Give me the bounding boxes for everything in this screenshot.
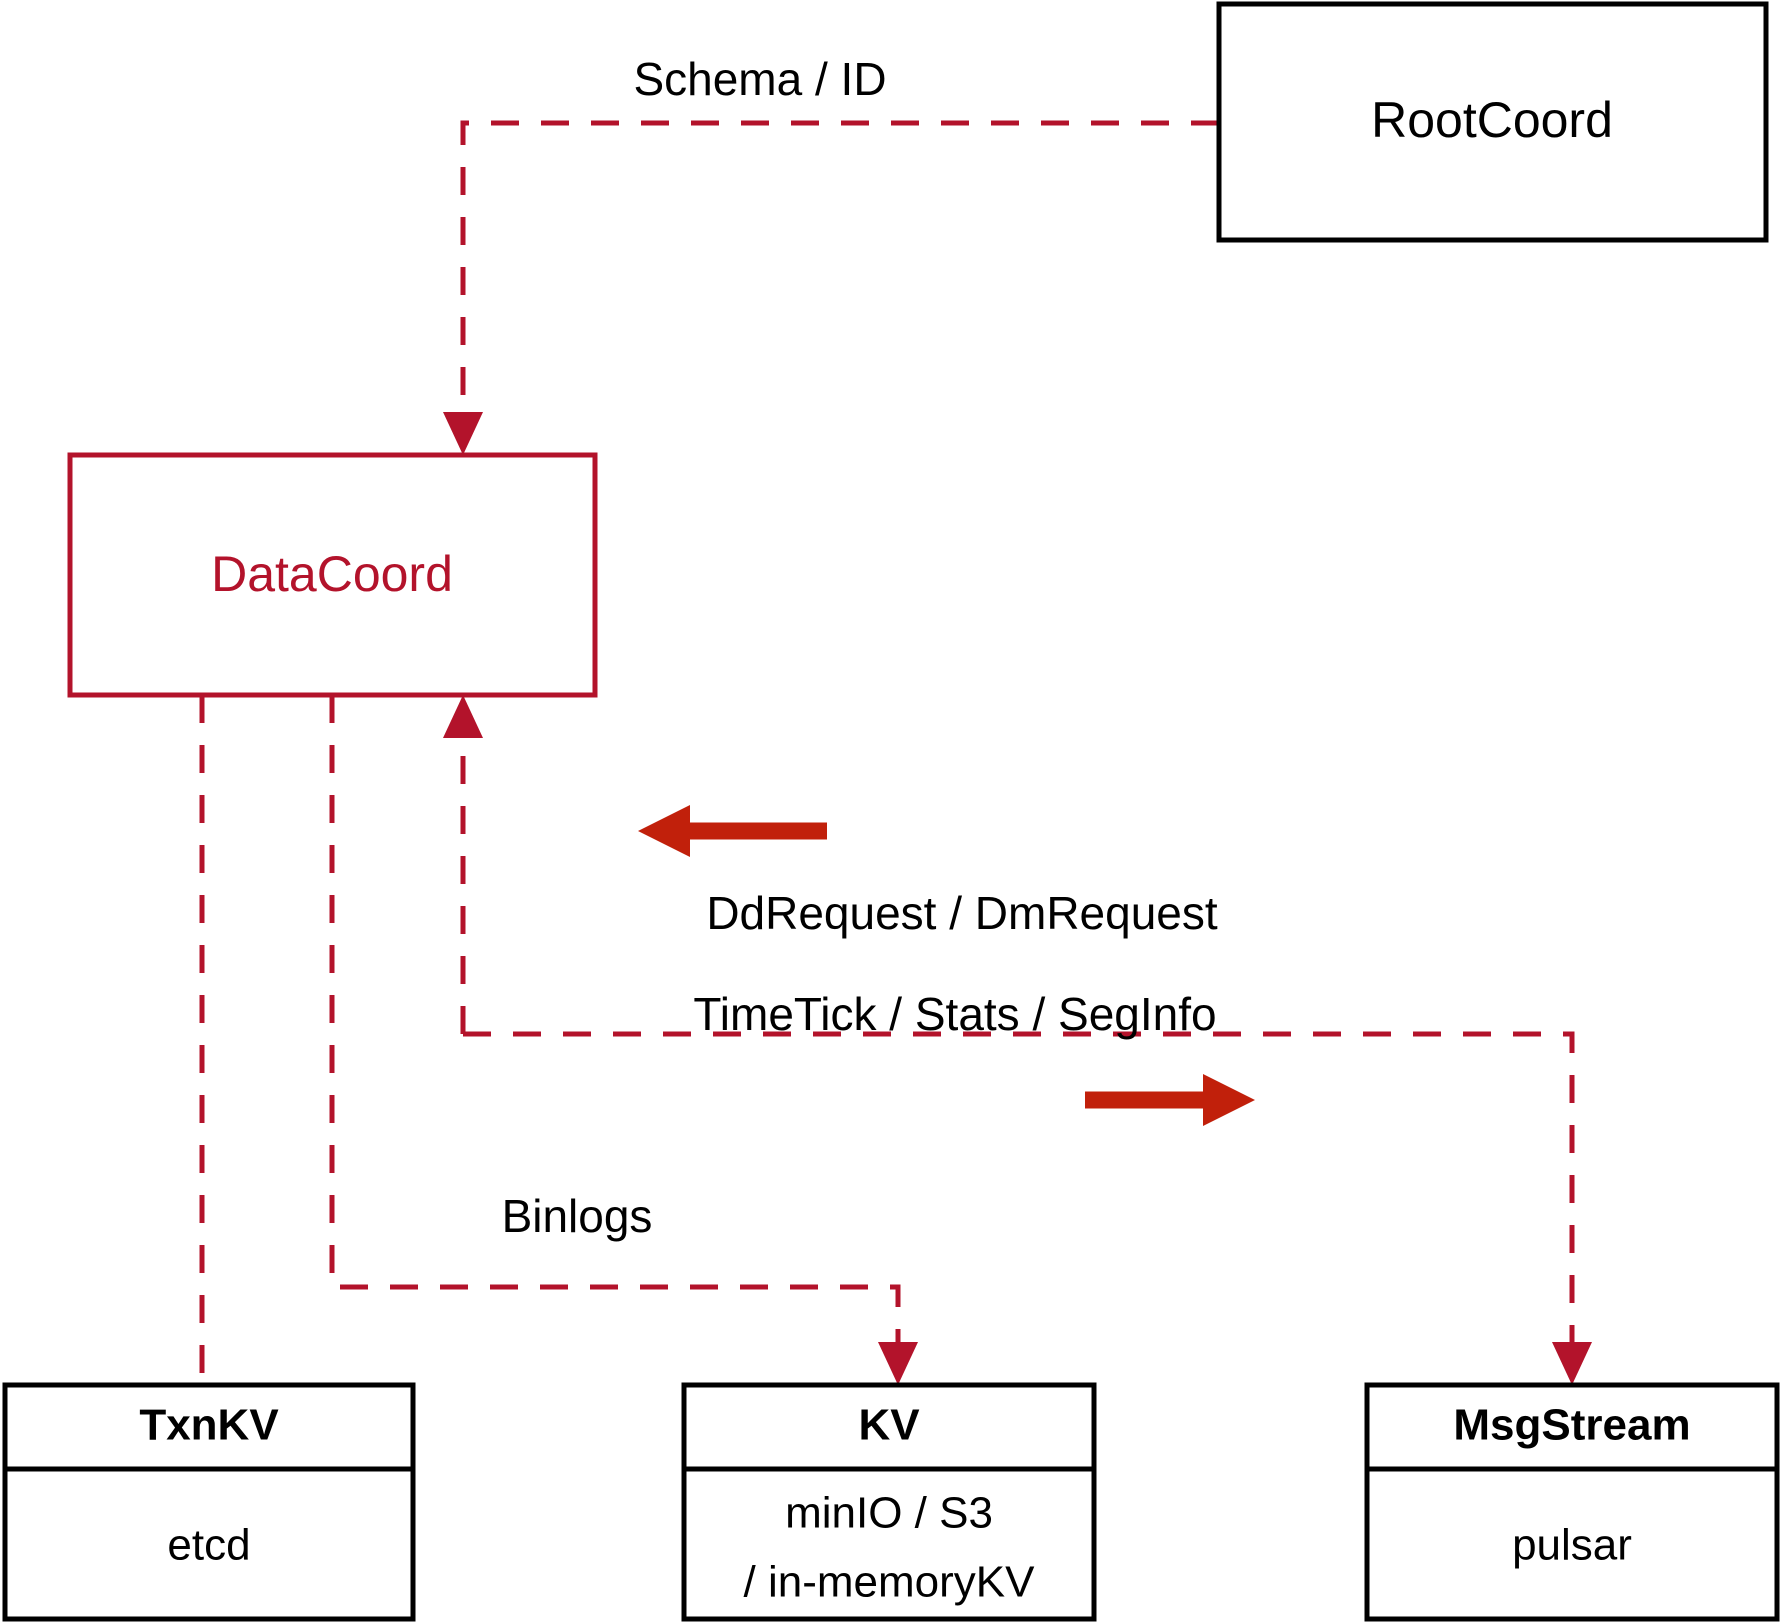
edge-label-binlogs-backdrop [470,1187,700,1253]
node-msgstream-subtitle: pulsar [1512,1521,1632,1570]
edge-msgstream-datacoord-arrowhead [443,695,483,738]
edge-label-binlogs-group: Binlogs [470,1187,700,1253]
node-msgstream-box[interactable] [1364,1382,1780,1622]
node-txnkv[interactable]: TxnKV etcd [2,1382,416,1622]
node-txnkv-subtitle: etcd [167,1521,250,1570]
edge-label-timetick-group: TimeTick / Stats / SegInfo [693,988,1216,1040]
edge-label-ddrequest-dmrequest: DdRequest / DmRequest [706,887,1218,939]
direction-arrow-left-head [638,805,690,857]
node-kv[interactable]: KV minIO / S3 / in-memoryKV [681,1382,1097,1622]
direction-arrow-right-head [1203,1074,1255,1126]
node-rootcoord[interactable]: RootCoord [1216,1,1769,243]
edge-label-schema-id-backdrop [600,50,920,116]
node-txnkv-title: TxnKV [139,1401,279,1450]
edge-schema-id [443,120,1219,455]
edge-label-schema-id-group: Schema / ID [600,50,920,116]
node-datacoord[interactable]: DataCoord [67,452,598,698]
node-rootcoord-label: RootCoord [1371,92,1613,148]
node-datacoord-box[interactable] [67,452,598,698]
direction-arrow-right [1085,1074,1255,1126]
edge-binlogs-line [329,695,901,1360]
edge-label-schema-id: Schema / ID [633,53,886,105]
direction-arrow-left [638,805,827,857]
node-kv-subtitle-line1: minIO / S3 [785,1489,993,1538]
node-msgstream[interactable]: MsgStream pulsar [1364,1382,1780,1622]
edge-datacoord-msgstream-arrowhead [1552,1342,1592,1385]
edge-label-binlogs: Binlogs [502,1190,653,1242]
edge-schema-id-line [460,120,1219,430]
node-datacoord-label: DataCoord [211,546,453,602]
node-kv-title: KV [858,1401,920,1450]
edge-msgstream-horizontal-line [463,1031,1575,1360]
node-txnkv-box[interactable] [2,1382,416,1622]
edge-msgstream-datacoord [443,695,1592,1385]
edge-label-timetick-stats-seginfo: TimeTick / Stats / SegInfo [693,988,1216,1040]
edge-binlogs-arrowhead [878,1342,918,1385]
node-msgstream-title: MsgStream [1453,1401,1690,1450]
edge-binlogs [329,695,918,1385]
edge-schema-id-arrowhead [443,412,483,455]
node-rootcoord-box[interactable] [1216,1,1769,243]
node-kv-subtitle-line2: / in-memoryKV [744,1558,1036,1607]
edge-label-ddrequest-group: DdRequest / DmRequest [706,887,1218,939]
node-kv-box[interactable] [681,1382,1097,1622]
